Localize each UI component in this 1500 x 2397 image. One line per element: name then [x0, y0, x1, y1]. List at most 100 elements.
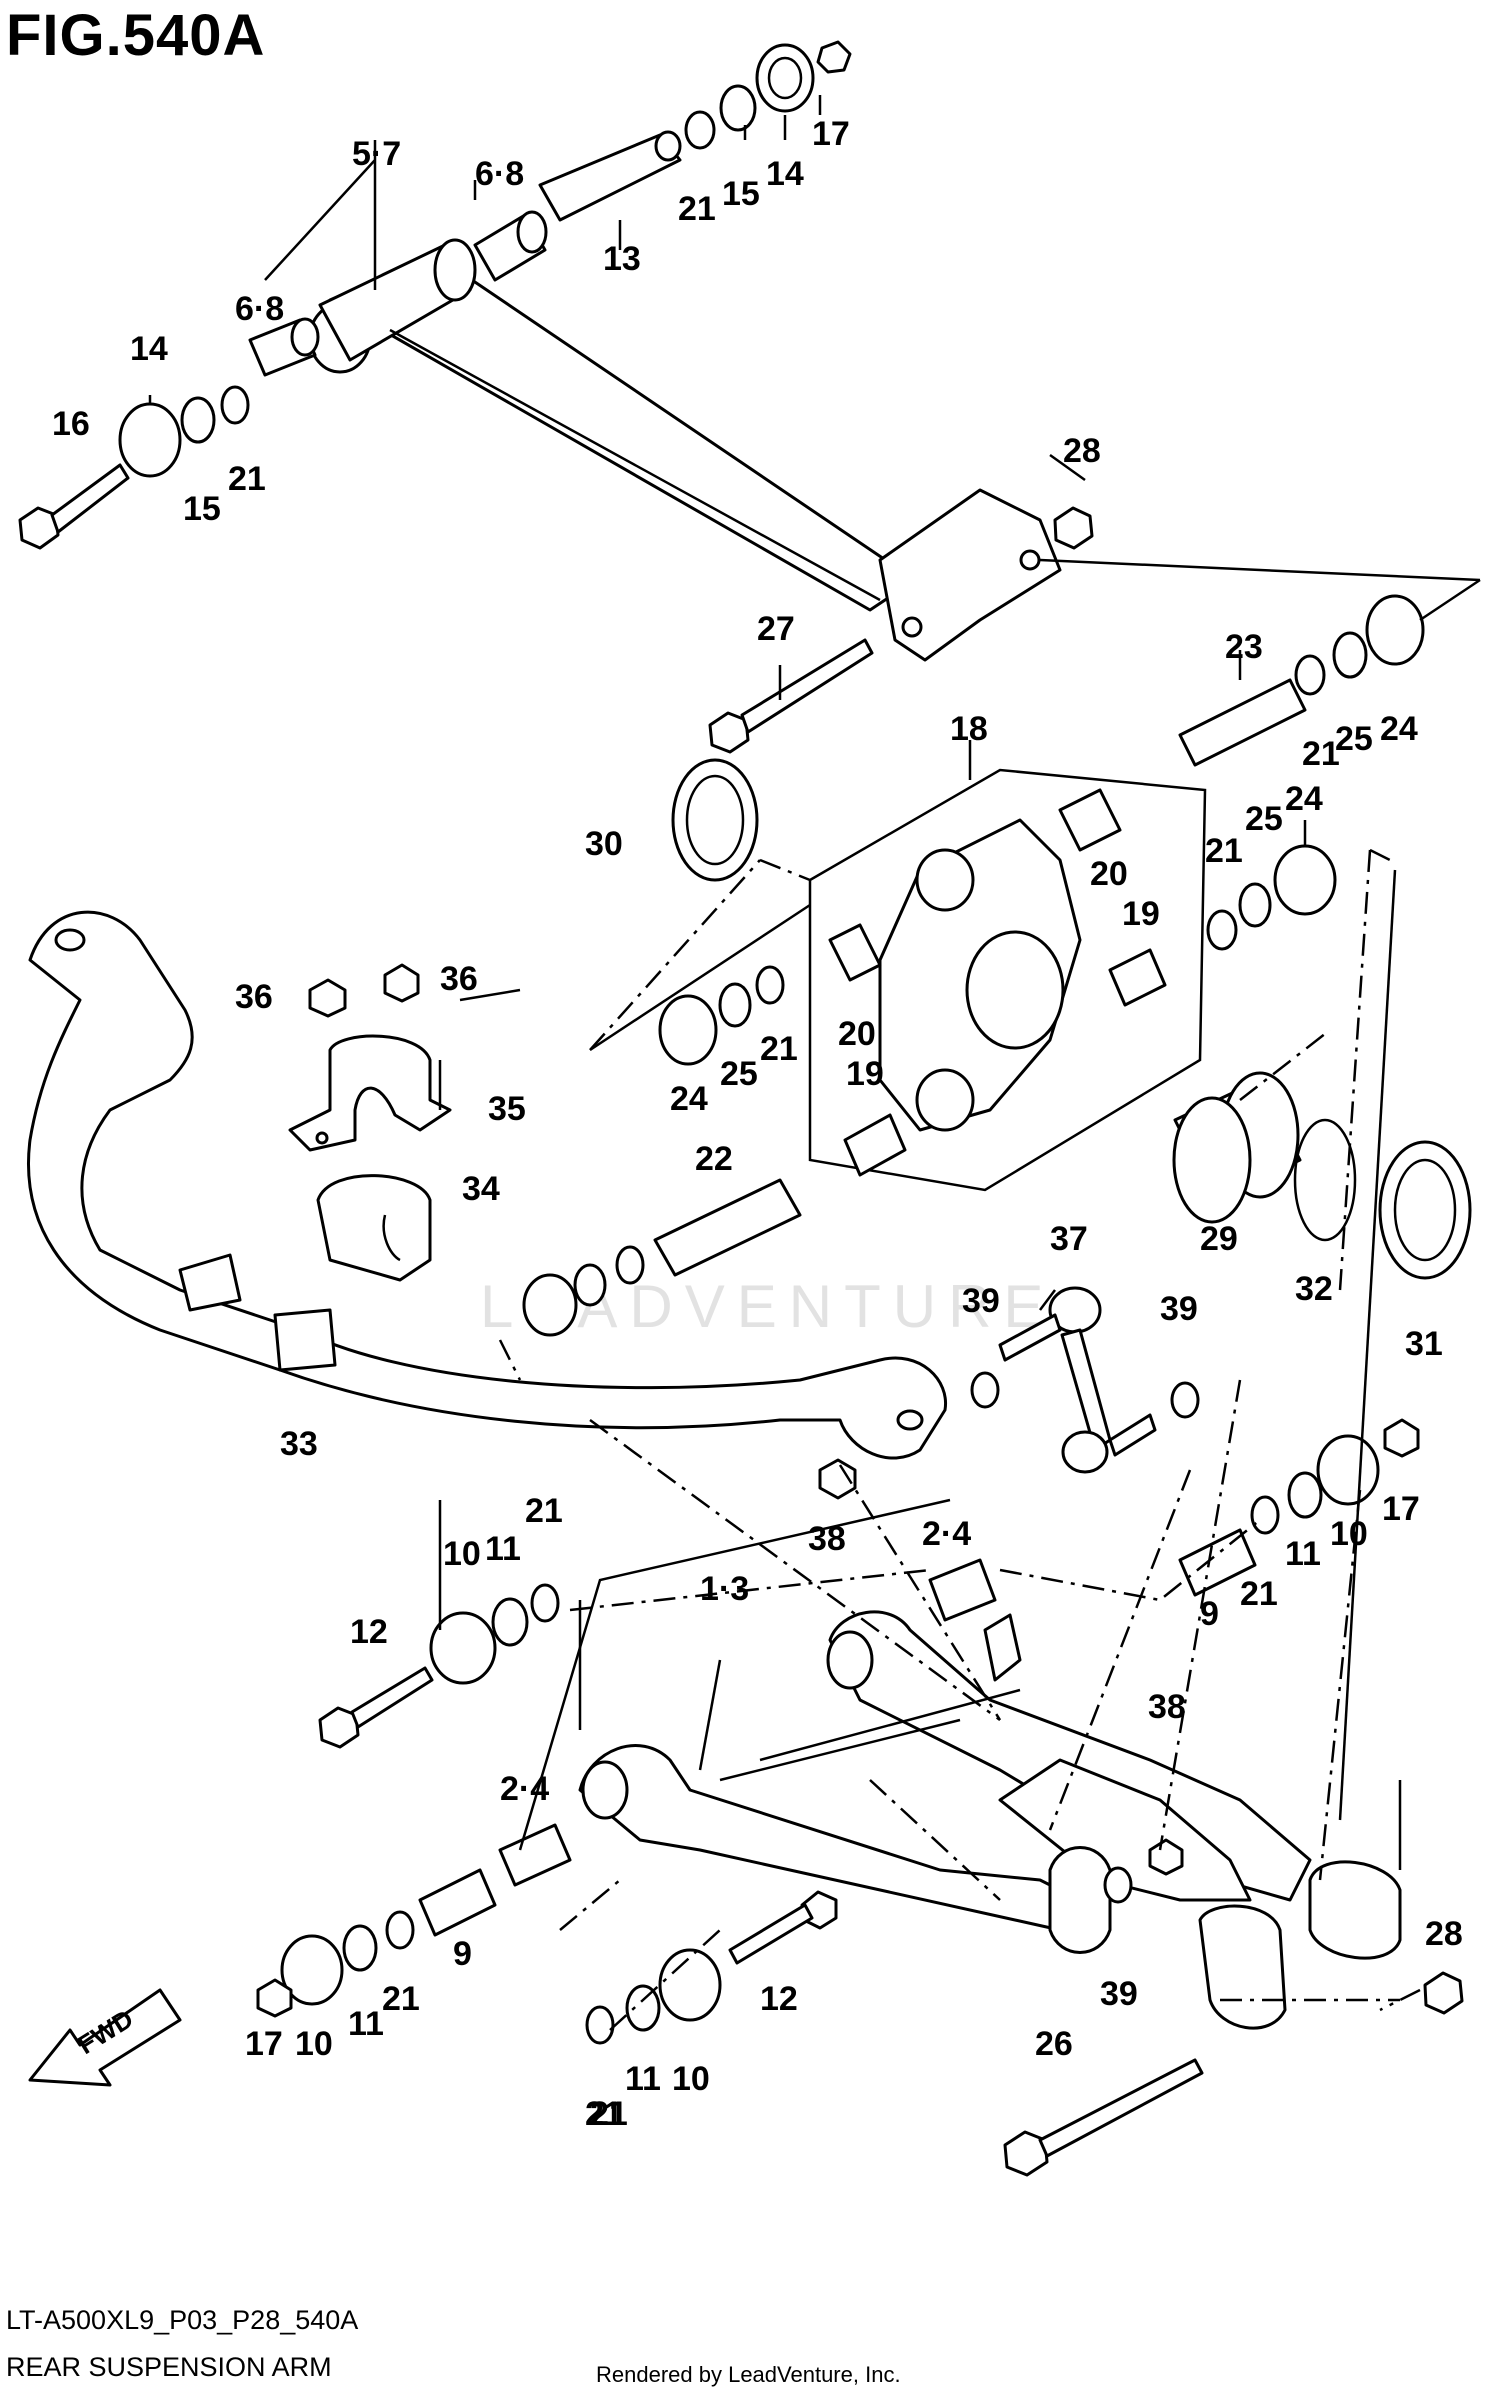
model-code: LT-A500XL9_P03_P28_540A	[6, 2305, 359, 2335]
callout: 26	[1035, 2025, 1073, 2063]
nut-38-b	[1148, 1838, 1184, 1876]
callout: 39	[1100, 1975, 1138, 2013]
cap-24-r2	[1273, 844, 1337, 916]
callout: 29	[1200, 1220, 1238, 1258]
figure-title: FIG.540A	[6, 3, 266, 68]
callout: 25	[720, 1055, 758, 1093]
callout: 33	[280, 1425, 318, 1463]
callout: 28	[1425, 1915, 1463, 1953]
callout: 11	[625, 2060, 661, 2098]
callout: 28	[1063, 432, 1101, 470]
suspension-arm-1-3	[578, 1610, 1402, 2030]
bracket-35	[288, 1034, 452, 1152]
nut-17-top	[816, 40, 852, 74]
nut-21-top	[684, 110, 716, 150]
cap-10-upper-right	[1316, 1434, 1380, 1506]
washer-25-l1	[718, 982, 752, 1028]
knuckle-block-18	[808, 768, 1207, 1192]
sleeve-9-upper	[1178, 1528, 1257, 1597]
callout: 21	[678, 190, 716, 228]
washer-15-top	[719, 84, 757, 132]
callout: 24	[1380, 710, 1418, 748]
callout: 16	[52, 405, 90, 443]
callout: 6·8	[235, 290, 284, 328]
callout: 13	[603, 240, 641, 278]
callout: 6·8	[475, 155, 524, 193]
callout: 21	[525, 1492, 563, 1530]
nut-21-left	[220, 385, 250, 425]
callout: 17	[245, 2025, 283, 2063]
sleeves-19-20	[828, 788, 1167, 1177]
nut-28-bottom	[1423, 1971, 1464, 2015]
bushing-13	[538, 130, 682, 222]
callout: 21	[228, 460, 266, 498]
sleeve-22	[653, 1178, 802, 1277]
callout: 21	[382, 1980, 420, 2018]
callout: 23	[1225, 628, 1263, 666]
callout: 17	[812, 115, 850, 153]
bearing-29	[1172, 1071, 1302, 1224]
callout: 21	[1240, 1575, 1278, 1613]
callout: 36	[440, 960, 478, 998]
callout: 14	[130, 330, 168, 368]
leader-lines	[148, 95, 1481, 2031]
torsion-bracket	[878, 488, 1062, 662]
bolt-16-head	[18, 506, 60, 550]
callout: 15	[722, 175, 760, 213]
bolt-36-left	[308, 978, 347, 1018]
sleeve-9-lower	[418, 1868, 497, 1937]
callout: 11	[485, 1530, 521, 1568]
callout: 24	[1285, 780, 1323, 818]
nut-21-lower-a	[385, 1910, 415, 1950]
nut-17-lower-a	[256, 1978, 293, 2018]
bolt-12-left-shank	[350, 1666, 434, 1729]
sleeve-2-4-upper	[928, 1558, 997, 1622]
callout: 21	[585, 2095, 623, 2133]
bolt-12-left-head	[318, 1706, 360, 1749]
washer-39-c	[1103, 1866, 1133, 1904]
bolt-27-head	[708, 711, 750, 754]
nut-21-upper-right	[1250, 1495, 1280, 1535]
nut-21-lower-b	[585, 2005, 615, 2045]
nut-21-r1	[1294, 654, 1326, 696]
nut-21-l2	[615, 1245, 645, 1285]
callout: 38	[808, 1520, 846, 1558]
washer-25-r1	[1332, 631, 1368, 679]
callout: 21	[590, 2095, 628, 2133]
cap-24-l1	[658, 994, 718, 1066]
seal-30	[671, 758, 759, 882]
callout: 2·4	[500, 1770, 549, 1808]
callout: 31	[1405, 1325, 1443, 1363]
nut-28-top	[1053, 506, 1094, 550]
washer-25-l2	[573, 1263, 607, 1307]
callout: 9	[1200, 1595, 1219, 1633]
cap-14-top	[755, 43, 815, 113]
callout: 30	[585, 825, 623, 863]
callout: 21	[1302, 735, 1340, 773]
cap-10-lower-a	[280, 1934, 344, 2006]
callout: 14	[766, 155, 804, 193]
washer-15-left	[180, 396, 216, 444]
nut-21-upper-left	[530, 1583, 560, 1623]
diagram-name: REAR SUSPENSION ARM	[6, 2352, 332, 2382]
callout: 9	[453, 1935, 472, 1973]
callout: 10	[295, 2025, 333, 2063]
callout: 11	[1285, 1535, 1321, 1573]
washer-11-lower-b	[625, 1984, 661, 2032]
nut-21-l1	[755, 965, 785, 1005]
callout: 24	[670, 1080, 708, 1118]
callout: 35	[488, 1090, 526, 1128]
callout: 11	[348, 2005, 384, 2043]
callout: 19	[846, 1055, 884, 1093]
boot-31	[1378, 1140, 1472, 1280]
callout: 39	[962, 1282, 1000, 1320]
nut-17-upper-right	[1383, 1418, 1420, 1458]
washer-39-b	[1170, 1381, 1200, 1419]
callout: 38	[1148, 1688, 1186, 1726]
torsion-tube	[308, 238, 917, 612]
callout: 39	[1160, 1290, 1198, 1328]
stabilizer-bar-33	[27, 910, 948, 1460]
snap-ring-32	[1293, 1118, 1357, 1242]
cap-10-lower-b	[658, 1948, 722, 2022]
